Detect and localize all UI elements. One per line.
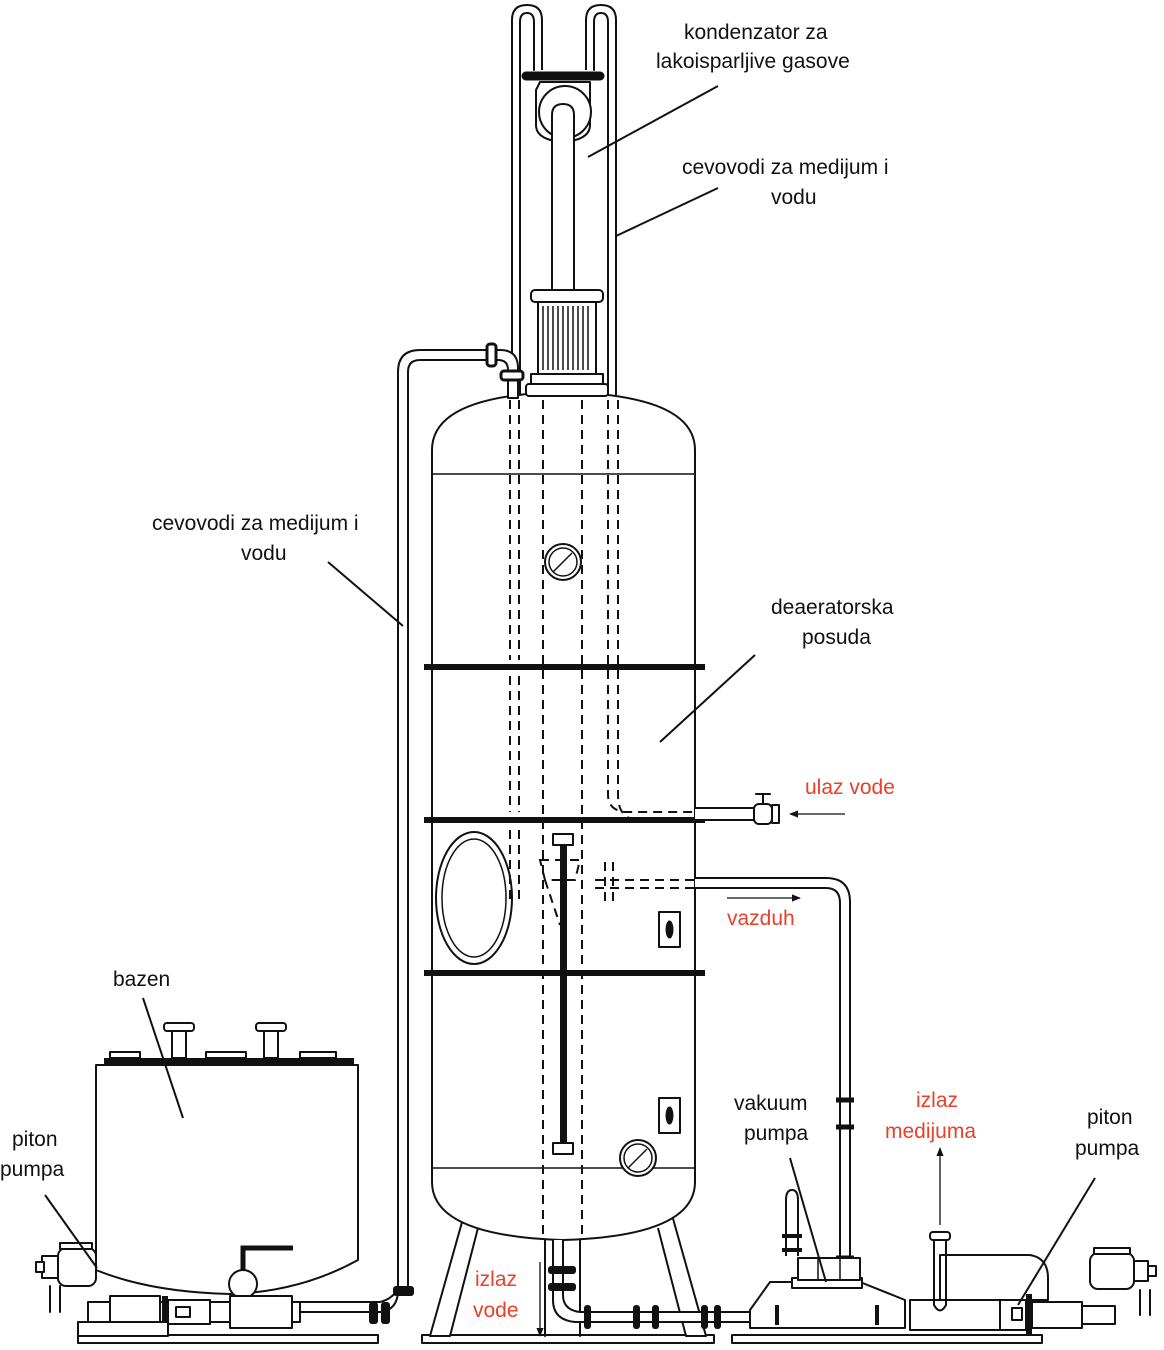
floor-base <box>77 1334 1043 1344</box>
condenser <box>511 4 617 397</box>
water-out-label-1: izlaz <box>475 1268 517 1291</box>
left-medium-pipe <box>299 342 525 1324</box>
left-piston-pump <box>35 1242 301 1337</box>
pipes-left-label-1: cevovodi za medijum i <box>152 512 359 535</box>
pipes-top-label-2: vodu <box>771 186 817 209</box>
labels: kondenzator za lakoisparljive gasove cev… <box>0 21 1140 1322</box>
condenser-label-1: kondenzator za <box>684 21 828 44</box>
water-inlet-valve <box>695 793 845 825</box>
vacuum-pump <box>749 1189 906 1329</box>
internal-pipes <box>509 400 695 1238</box>
condenser-label-2: lakoisparljive gasove <box>656 50 850 73</box>
piston-left-label-1: piton <box>12 1128 58 1151</box>
piston-left-label-2: pumpa <box>0 1158 65 1181</box>
piston-right-label-2: pumpa <box>1075 1137 1140 1160</box>
water-out-label-2: vode <box>473 1299 519 1322</box>
air-label: vazduh <box>727 907 795 930</box>
right-piston-pump <box>909 1147 1157 1336</box>
medium-out-label-1: izlaz <box>916 1089 958 1112</box>
air-pipe <box>695 877 854 1261</box>
deaerator-vessel <box>424 391 707 1337</box>
vessel-label-1: deaeratorska <box>771 596 894 619</box>
piston-right-label-1: piton <box>1087 1106 1133 1129</box>
water-in-label: ulaz vode <box>805 776 895 799</box>
vessel-label-2: posuda <box>802 626 871 649</box>
leader-lines <box>44 85 1096 1306</box>
vacuum-label-1: vakuum <box>734 1092 808 1115</box>
tank <box>95 1022 359 1299</box>
medium-out-label-2: medijuma <box>885 1120 976 1143</box>
tank-label: bazen <box>113 968 170 991</box>
pipes-top-label-1: cevovodi za medijum i <box>682 156 889 179</box>
pipes-left-label-2: vodu <box>241 542 287 565</box>
vacuum-label-2: pumpa <box>744 1122 809 1145</box>
